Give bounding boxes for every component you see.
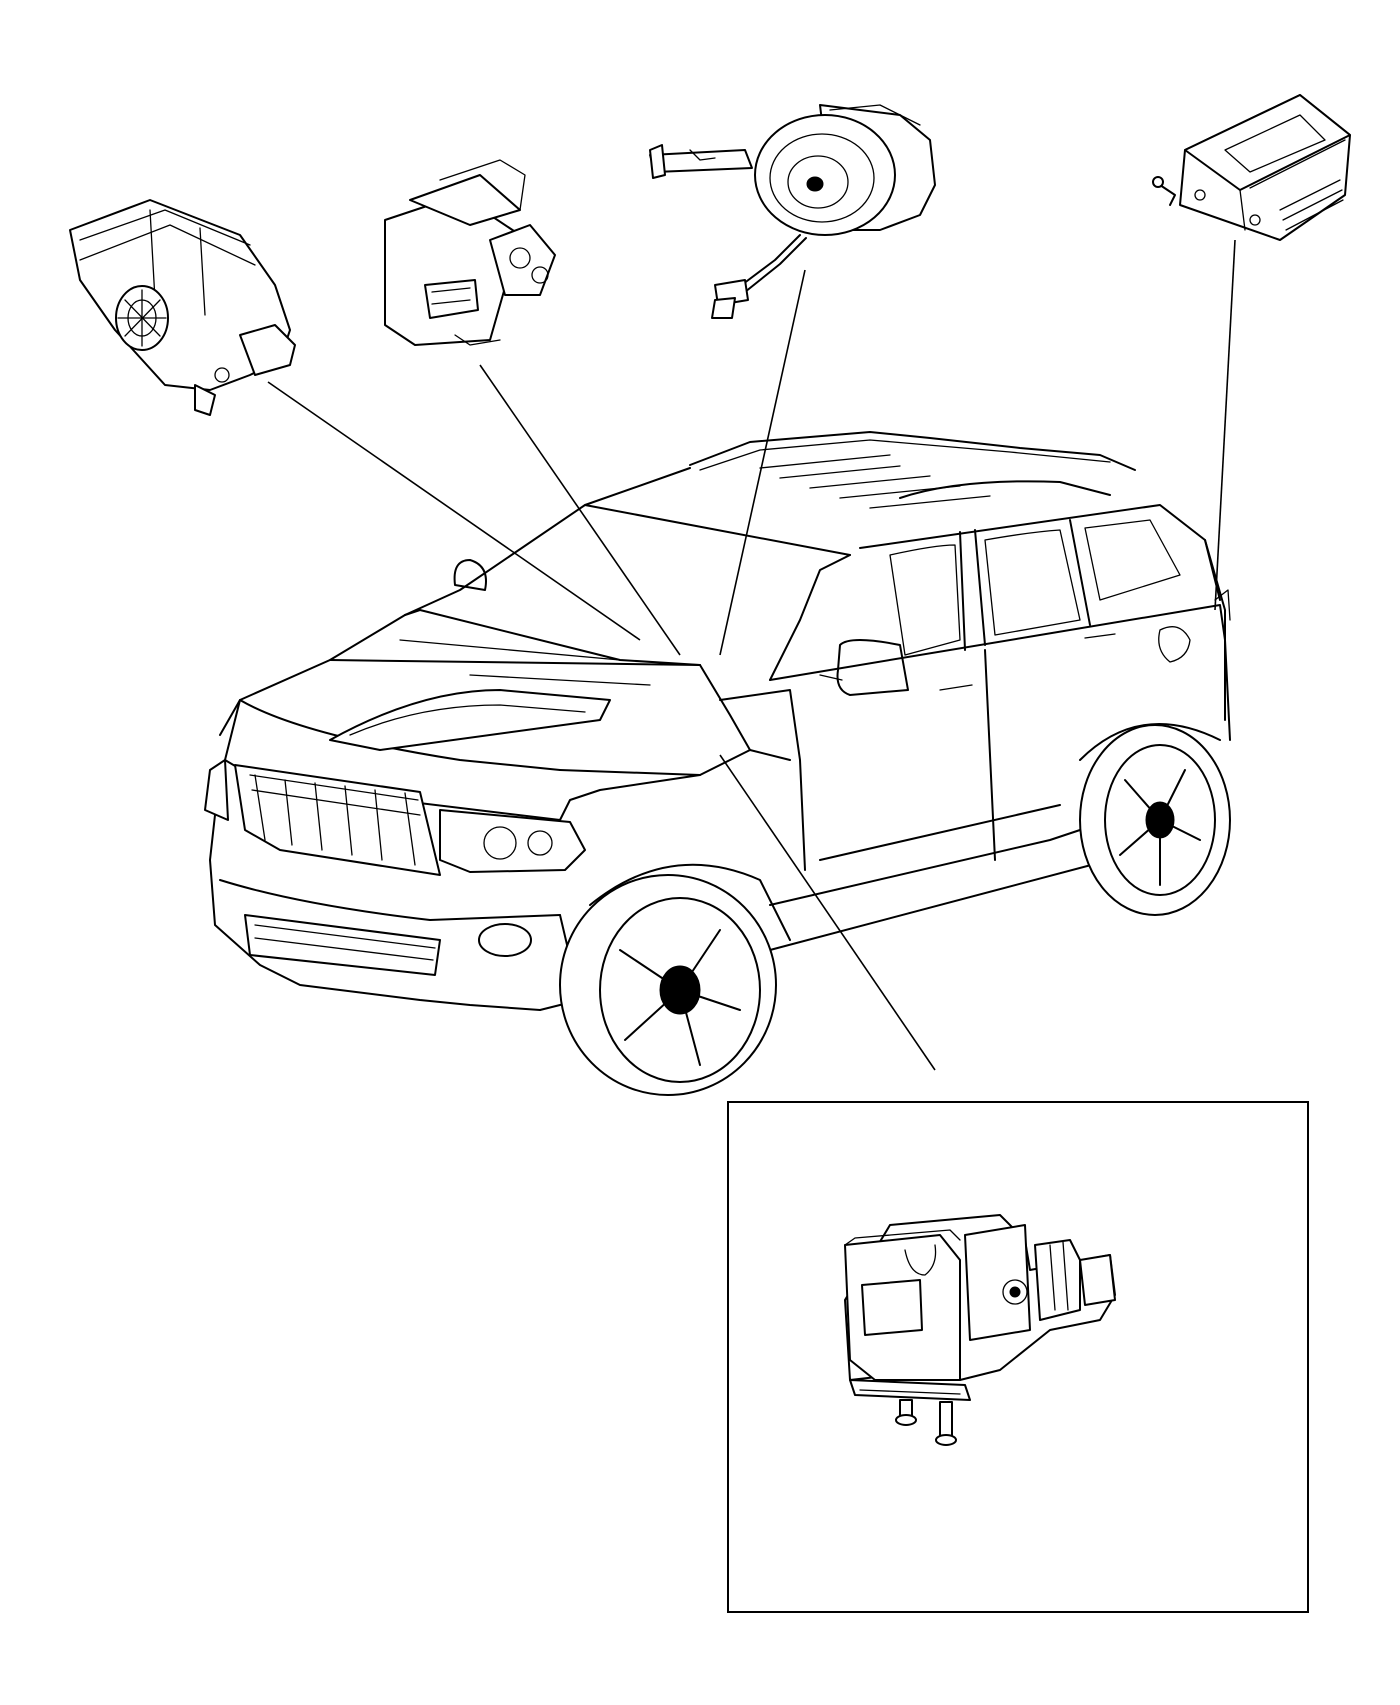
ecu-module-icon: [1152, 94, 1351, 241]
inset-frame: [727, 1101, 1309, 1613]
suv-icon: [204, 431, 1231, 1096]
leader-lines: [267, 239, 1236, 1071]
clockspring-icon: [649, 104, 936, 319]
ignition-switch-icon: [384, 159, 556, 346]
abs-module-icon: [844, 1214, 1116, 1446]
control-module-icon: [69, 199, 296, 416]
